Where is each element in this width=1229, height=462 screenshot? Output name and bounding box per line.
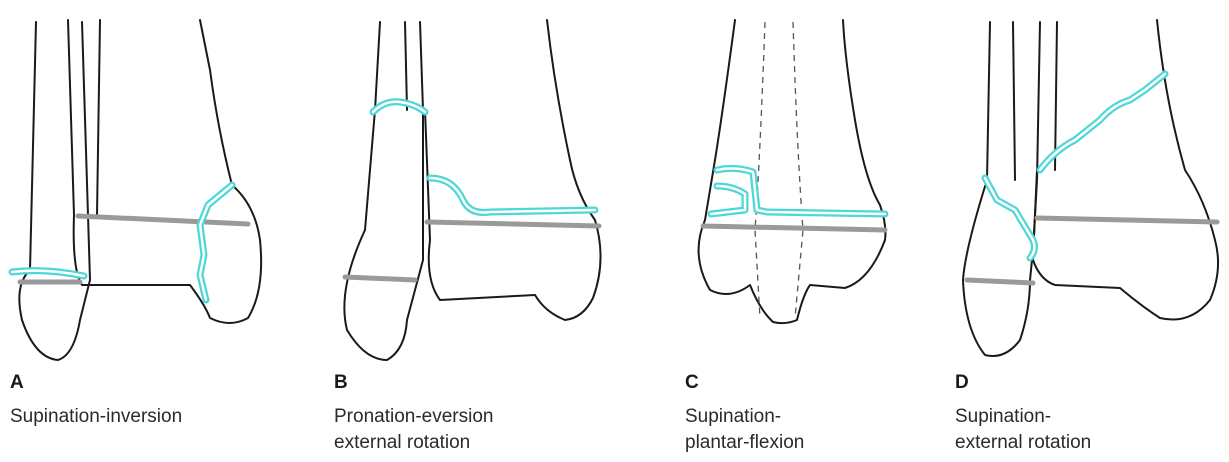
caption-line-1: Supination- (685, 404, 804, 430)
tibiotalar-joint-line (1037, 218, 1217, 222)
panel-letter: A (10, 372, 24, 394)
caption-line-1: Pronation-eversion (334, 404, 493, 430)
panel-b: B Pronation-eversion external rotation (325, 0, 625, 462)
caption-line-2: external rotation (334, 430, 493, 456)
panel-letter: D (955, 372, 969, 394)
fracture-line-medial (200, 185, 232, 300)
tibia-outline (425, 20, 601, 320)
ankle-diagram-c (675, 0, 915, 370)
ankle-diagram-d (945, 0, 1229, 370)
caption-line-2: plantar-flexion (685, 430, 804, 456)
panel-a: A Supination-inversion (0, 0, 300, 462)
tibiotalar-joint-line (427, 222, 599, 226)
panel-d: D Supination- external rotation (945, 0, 1229, 462)
fibula-outline (963, 22, 1040, 356)
fibula-outline (344, 22, 423, 360)
fibula-dashed (755, 22, 765, 318)
caption-line-2: external rotation (955, 430, 1091, 456)
fracture-line-tibia (430, 178, 595, 213)
tibiotalar-joint-line (78, 216, 248, 224)
tibiotalar-joint-line (703, 226, 885, 230)
caption-line-1: Supination- (955, 404, 1091, 430)
panel-caption: Supination-inversion (10, 404, 182, 430)
caption-line-1: Supination-inversion (10, 404, 182, 430)
fibula-outline (19, 22, 90, 360)
tibia-outline (1033, 20, 1218, 320)
panel-letter: C (685, 372, 699, 394)
panel-c: C Supination- plantar-flexion (675, 0, 915, 462)
panel-caption: Pronation-eversion external rotation (334, 404, 493, 456)
panel-letter: B (334, 372, 348, 394)
panel-caption: Supination- external rotation (955, 404, 1091, 456)
ankle-diagram-b (325, 0, 625, 370)
ankle-diagram-a (0, 0, 300, 370)
fibula-joint-line (345, 277, 415, 280)
fibula-joint-line (967, 280, 1033, 283)
panel-caption: Supination- plantar-flexion (685, 404, 804, 456)
